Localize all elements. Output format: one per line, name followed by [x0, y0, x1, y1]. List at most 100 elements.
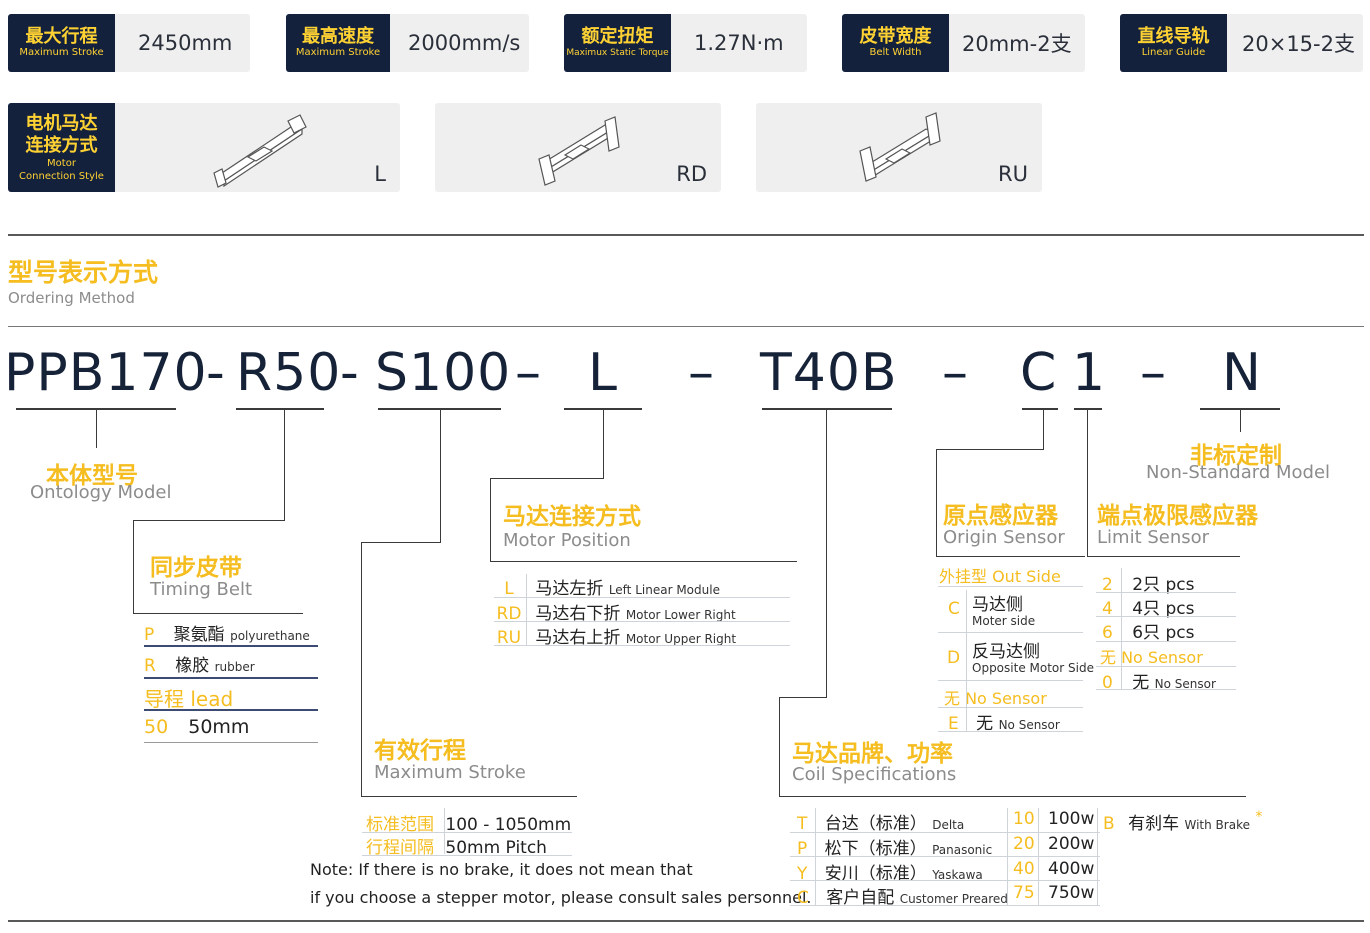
- spec-value: 20×15-2支: [1242, 32, 1355, 56]
- timing-belt-row-p: P 聚氨酯 polyurethane: [144, 625, 310, 645]
- connector: [490, 561, 797, 562]
- spec-label: 直线导轨 Linear Guide: [1120, 14, 1227, 72]
- motor-position-row-l: L 马达左折 Left Linear Module: [504, 579, 720, 599]
- ontology-subtitle: Ontology Model: [30, 482, 172, 503]
- model-dash: –: [515, 343, 542, 403]
- row-rule: [494, 645, 790, 646]
- underline: [762, 408, 892, 410]
- model-dash: -: [206, 343, 226, 403]
- limit-title: 端点极限感应器: [1097, 503, 1258, 529]
- coil-brand-panasonic: P 松下（标准） Panasonic: [797, 839, 993, 859]
- connector: [361, 796, 577, 797]
- lead-row: 50 50mm: [144, 716, 250, 738]
- row-rule: [1096, 666, 1236, 667]
- model-part-nonstandard: N: [1222, 343, 1262, 403]
- connector: [1240, 410, 1241, 432]
- stroke-row-range: 标准范围 100 - 1050mm: [366, 815, 572, 835]
- spec-card-max-stroke: 最大行程 Maximum Stroke 2450mm: [8, 14, 250, 72]
- row-rule: [938, 586, 1083, 587]
- connector: [826, 410, 827, 698]
- coil-power-100: 10 100w: [1013, 809, 1095, 829]
- row-rule: [938, 707, 1083, 708]
- coil-brake: B 有刹车 With Brake *: [1103, 809, 1263, 834]
- nonstandard-title: 非标定制: [1190, 443, 1282, 469]
- timing-belt-title: 同步皮带: [150, 555, 242, 581]
- column-rule: [1121, 568, 1122, 690]
- module-l-illustration: [213, 114, 307, 188]
- spec-card-belt-width: 皮带宽度 Belt Width 20mm-2支: [842, 14, 1085, 72]
- spec-value: 2000mm/s: [408, 31, 521, 55]
- connector: [936, 556, 1085, 557]
- limit-row-2: 2 2只 pcs: [1102, 575, 1195, 595]
- row-rule: [362, 855, 572, 856]
- connector: [96, 410, 97, 448]
- module-ru-illustration: [859, 112, 941, 182]
- underline: [16, 408, 176, 410]
- spec-card-torque: 额定扭矩 Maximux Static Torque 1.27N·m: [564, 14, 807, 72]
- model-part-limit-sensor: 1: [1072, 343, 1107, 403]
- timing-belt-row-r: R 橡胶 rubber: [144, 656, 255, 676]
- column-rule: [966, 590, 967, 732]
- row-rule: [1096, 592, 1236, 593]
- limit-row-4: 4 4只 pcs: [1102, 599, 1195, 619]
- connector: [361, 542, 362, 796]
- row-rule: [144, 709, 318, 711]
- row-rule: [938, 680, 1083, 681]
- origin-c-code: C: [948, 599, 960, 619]
- row-rule: [494, 621, 790, 622]
- row-rule: [790, 856, 1100, 857]
- underline: [236, 408, 324, 410]
- origin-out-side: 外挂型 Out Side: [939, 567, 1061, 586]
- row-rule: [790, 905, 1100, 906]
- spec-card-linear-guide: 直线导轨 Linear Guide 20×15-2支: [1120, 14, 1363, 72]
- connector: [936, 449, 1044, 450]
- row-rule: [790, 880, 1100, 881]
- origin-none: 无 No Sensor: [944, 689, 1047, 708]
- model-part-motor-position: L: [588, 343, 618, 403]
- motor-style-code: RD: [676, 162, 707, 186]
- coil-power-750: 75 750w: [1013, 883, 1095, 903]
- motor-style-card-l: 电机马达 连接方式 Motor Connection Style L: [8, 103, 400, 192]
- connector: [440, 410, 441, 542]
- underline: [1022, 408, 1058, 410]
- coil-power-200: 20 200w: [1013, 834, 1095, 854]
- origin-c-en: Moter side: [972, 614, 1036, 628]
- row-rule: [1096, 689, 1236, 690]
- row-rule: [144, 677, 318, 679]
- spec-label: 最大行程 Maximum Stroke: [8, 14, 115, 72]
- model-dash: -: [340, 343, 360, 403]
- model-dash: –: [1140, 343, 1167, 403]
- nonstandard-subtitle: Non-Standard Model: [1146, 462, 1331, 483]
- row-rule: [144, 645, 318, 647]
- limit-row-6: 6 6只 pcs: [1102, 623, 1195, 643]
- column-rule: [526, 574, 527, 646]
- model-part-stroke: S100: [375, 343, 512, 403]
- motor-style-card-ru: RU: [756, 103, 1042, 192]
- connector: [133, 520, 134, 614]
- connector: [133, 613, 303, 614]
- timing-belt-subtitle: Timing Belt: [150, 579, 253, 600]
- connector: [133, 520, 285, 521]
- row-rule: [1096, 641, 1236, 642]
- underline: [378, 408, 501, 410]
- model-part-coil: T40B: [760, 343, 898, 403]
- connector: [1043, 410, 1044, 450]
- section-divider-bottom: [8, 920, 1364, 922]
- model-part-belt: R50: [236, 343, 342, 403]
- motor-style-label: 电机马达 连接方式 Motor Connection Style: [8, 103, 115, 192]
- motor-position-title: 马达连接方式: [503, 504, 641, 530]
- ordering-subtitle: Ordering Method: [8, 289, 135, 307]
- stroke-row-pitch: 行程间隔 50mm Pitch: [366, 838, 547, 858]
- limit-subtitle: Limit Sensor: [1097, 527, 1210, 548]
- coil-brand-customer: C 客户自配 Customer Preared: [797, 888, 1008, 908]
- motor-style-code: L: [374, 162, 386, 186]
- model-part-origin-sensor: C: [1020, 343, 1058, 403]
- motor-position-row-ru: RU 马达右上折 Motor Upper Right: [496, 628, 737, 648]
- underline: [564, 408, 642, 410]
- connector: [490, 478, 491, 562]
- spec-label: 皮带宽度 Belt Width: [842, 14, 949, 72]
- connector: [490, 478, 604, 479]
- connector: [779, 697, 780, 797]
- limit-row-0: 0 无 No Sensor: [1102, 673, 1216, 693]
- spec-value: 2450mm: [138, 31, 233, 55]
